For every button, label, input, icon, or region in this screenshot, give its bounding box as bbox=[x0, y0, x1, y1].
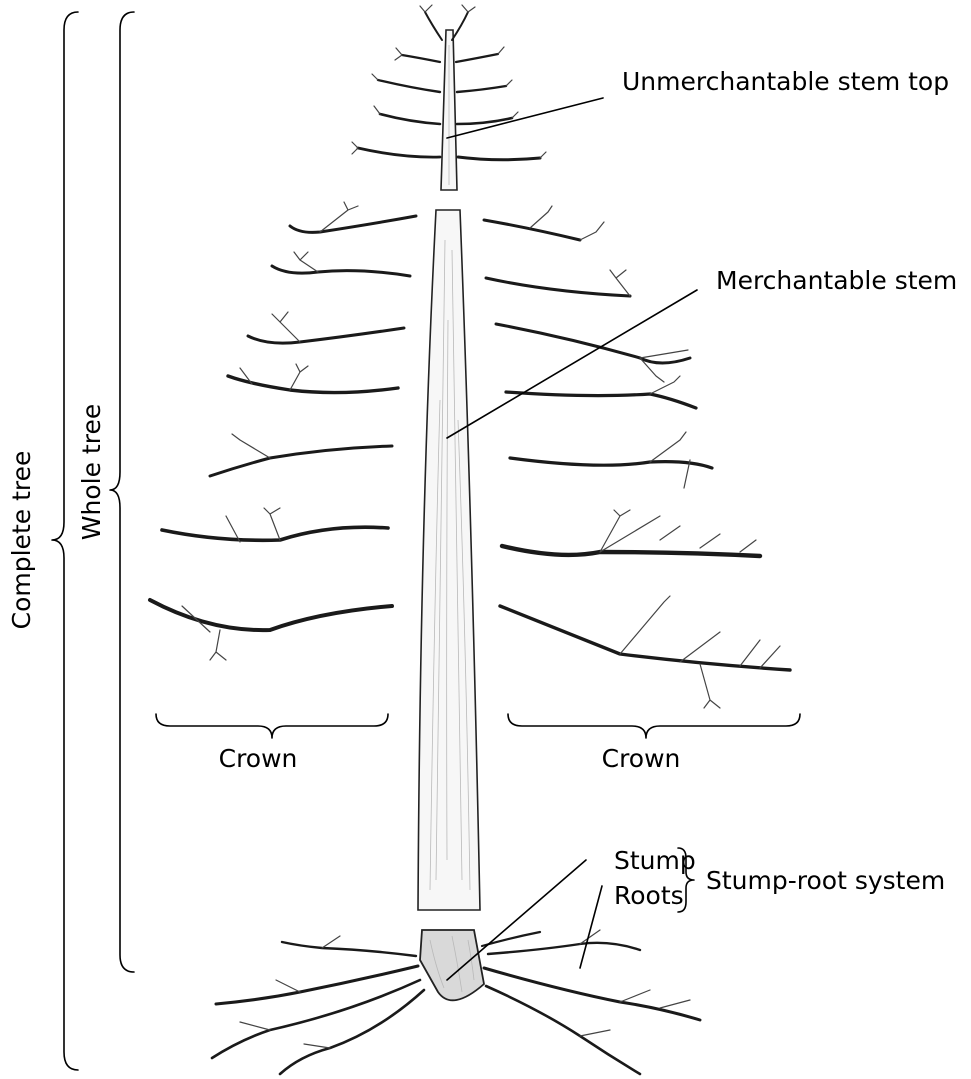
roots-label: Roots bbox=[614, 881, 684, 910]
complete-tree-label: Complete tree bbox=[7, 451, 36, 630]
complete-tree-bracket bbox=[52, 12, 78, 1070]
left-crown-branches bbox=[150, 202, 416, 660]
stem-top bbox=[441, 30, 457, 190]
stump-root-system-label: Stump-root system bbox=[706, 866, 945, 895]
whole-tree-bracket bbox=[110, 12, 134, 972]
whole-tree-label: Whole tree bbox=[77, 404, 106, 540]
merchantable-stem bbox=[418, 210, 480, 910]
stem-top-leader bbox=[447, 98, 603, 138]
roots-leader bbox=[580, 886, 602, 968]
left-crown-label: Crown bbox=[219, 744, 298, 773]
left-crown-brace bbox=[156, 714, 388, 738]
stem-top-label: Unmerchantable stem top bbox=[622, 67, 949, 96]
right-crown-brace bbox=[508, 714, 800, 738]
right-crown-label: Crown bbox=[602, 744, 681, 773]
merchantable-stem-label: Merchantable stem bbox=[716, 266, 957, 295]
stump bbox=[420, 930, 484, 1000]
